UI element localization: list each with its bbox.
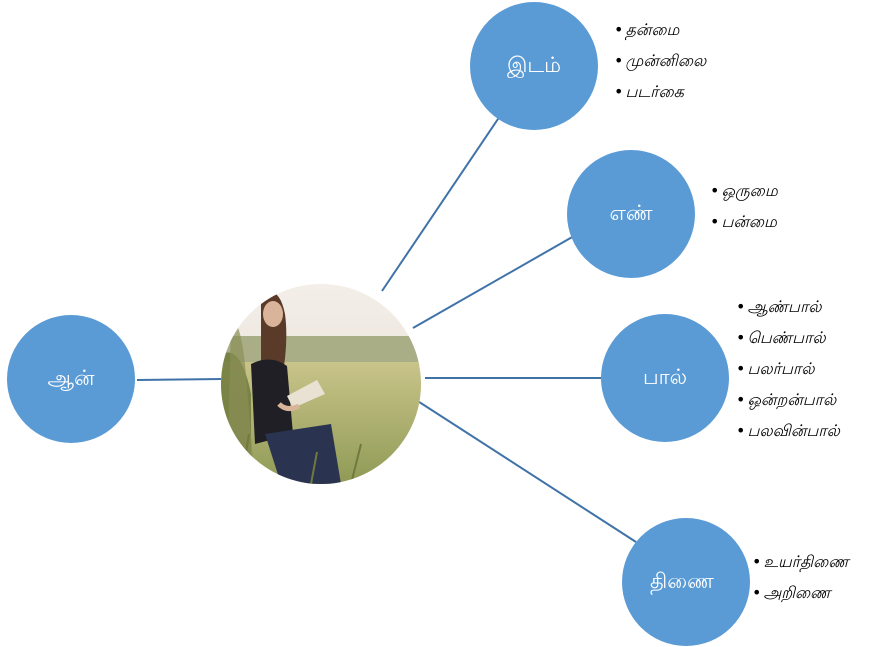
connector-aan bbox=[136, 378, 224, 381]
list-item: உயர்திணை bbox=[752, 551, 848, 582]
list-item: பலர்பால் bbox=[736, 358, 840, 389]
list-item: பலவின்பால் bbox=[736, 420, 839, 451]
node-en-label: எண் bbox=[609, 200, 653, 225]
node-thinai-label: திணை bbox=[650, 568, 714, 593]
list-item: முன்னிலை bbox=[614, 50, 706, 81]
center-photo bbox=[221, 284, 421, 484]
list-item: ஒன்றன்பால் bbox=[736, 389, 840, 420]
list-item: ஆண்பால் bbox=[736, 296, 840, 327]
list-item: ஒருமை bbox=[710, 180, 777, 211]
node-idam-label: இடம் bbox=[506, 52, 562, 77]
connector-en bbox=[412, 235, 575, 329]
woman-reading-image bbox=[221, 284, 421, 484]
list-item: அறிணை bbox=[752, 582, 849, 613]
connector-thinai bbox=[412, 397, 637, 543]
node-en: எண் bbox=[567, 150, 695, 278]
list-item: பன்மை bbox=[710, 211, 778, 242]
node-idam: இடம் bbox=[470, 2, 598, 130]
node-paal: பால் bbox=[601, 314, 729, 442]
thinai-list: உயர்திணை அறிணை bbox=[752, 551, 849, 613]
connector-idam bbox=[381, 115, 501, 292]
paal-list: ஆண்பால் பெண்பால் பலர்பால் ஒன்றன்பால் பலவ… bbox=[736, 296, 840, 451]
en-list: ஒருமை பன்மை bbox=[710, 180, 778, 242]
node-aan: ஆன் bbox=[7, 315, 135, 443]
list-item: பெண்பால் bbox=[736, 327, 840, 358]
node-thinai: திணை bbox=[622, 518, 750, 646]
node-aan-label: ஆன் bbox=[47, 365, 95, 390]
node-paal-label: பால் bbox=[642, 364, 688, 389]
idam-list: தன்மை முன்னிலை படர்கை bbox=[614, 19, 706, 112]
list-item: தன்மை bbox=[614, 19, 706, 50]
list-item: படர்கை bbox=[614, 81, 706, 112]
